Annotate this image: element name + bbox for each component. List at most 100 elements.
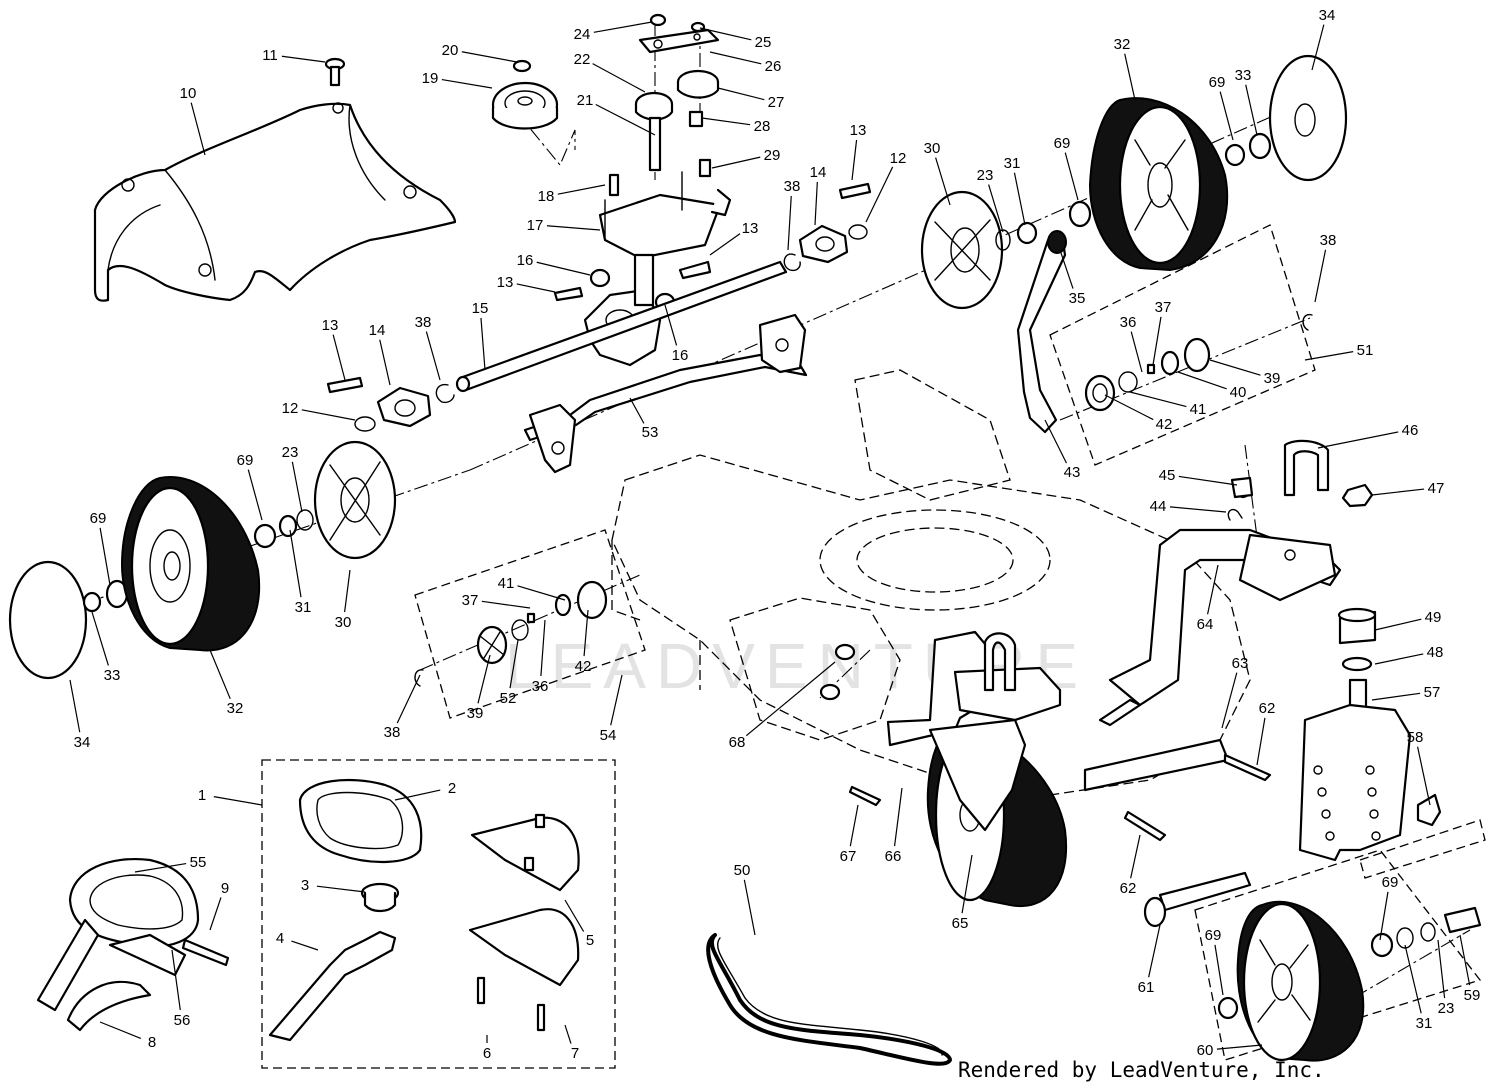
callout-leader	[480, 317, 486, 371]
callout-62: 62	[1256, 700, 1276, 766]
callout-leader	[629, 397, 645, 424]
callout-number: 27	[768, 94, 785, 111]
callout-number: 28	[754, 118, 771, 135]
callout-number: 59	[1464, 987, 1481, 1004]
callout-64: 64	[1197, 564, 1219, 633]
callout-leader	[1148, 924, 1161, 978]
callout-leader	[1206, 564, 1219, 615]
callout-leader	[509, 639, 519, 689]
callout-33: 33	[1235, 67, 1258, 136]
callout-number: 30	[924, 140, 941, 157]
callout-leader	[1064, 152, 1079, 201]
callout-number: 23	[282, 444, 299, 461]
drive-belt	[706, 933, 952, 1066]
callout-leader	[1311, 24, 1325, 71]
callout-51: 51	[1304, 342, 1373, 361]
callout-number: 44	[1150, 498, 1167, 515]
callout-leader	[1129, 391, 1187, 408]
callout-5: 5	[564, 899, 594, 949]
callout-leader	[1304, 351, 1354, 361]
callout-60: 60	[1197, 1042, 1263, 1059]
callout-number: 66	[885, 848, 902, 865]
callout-69: 69	[237, 452, 263, 521]
callout-26: 26	[709, 51, 781, 75]
callout-66: 66	[885, 787, 903, 865]
callout-number: 54	[600, 727, 617, 744]
callout-number: 12	[890, 150, 907, 167]
callout-24: 24	[574, 21, 653, 43]
callout-number: 34	[74, 734, 91, 751]
callout-leader	[592, 63, 646, 93]
callout-42: 42	[575, 609, 591, 675]
callout-leader	[481, 600, 531, 609]
callout-leader	[1059, 249, 1074, 289]
callout-12: 12	[282, 400, 356, 421]
callout-number: 41	[498, 575, 515, 592]
callout-number: 2	[448, 780, 456, 797]
callout-number: 12	[282, 400, 299, 417]
callout-leader	[1130, 834, 1141, 879]
callout-58: 58	[1407, 729, 1431, 806]
callout-18: 18	[538, 184, 606, 205]
callout-number: 69	[1054, 135, 1071, 152]
callout-number: 49	[1425, 609, 1442, 626]
callout-number: 11	[262, 47, 278, 64]
callout-14: 14	[369, 322, 391, 386]
callout-38: 38	[384, 674, 421, 741]
callout-number: 39	[467, 705, 484, 722]
callout-13: 13	[850, 122, 866, 181]
callout-leader	[709, 51, 762, 65]
callout-leader	[171, 949, 181, 1011]
callout-6: 6	[483, 1035, 491, 1062]
callout-number: 6	[483, 1045, 491, 1062]
callout-number: 69	[90, 510, 107, 527]
misc-hardware	[1230, 476, 1254, 499]
callout-31: 31	[1404, 944, 1433, 1032]
callout-leader	[717, 87, 765, 101]
callout-leader	[461, 51, 518, 63]
callout-number: 62	[1120, 880, 1137, 897]
callout-33: 33	[91, 611, 120, 684]
callout-15: 15	[472, 300, 489, 371]
callout-number: 62	[1259, 700, 1276, 717]
callout-leader	[477, 654, 491, 704]
callout-11: 11	[262, 47, 326, 64]
left-drive-kit	[414, 529, 646, 719]
callout-42: 42	[1104, 394, 1172, 433]
callout-19: 19	[422, 70, 493, 89]
callout-leader	[344, 569, 351, 613]
callout-27: 27	[717, 87, 785, 111]
callout-leader	[289, 529, 302, 598]
callout-62: 62	[1120, 834, 1141, 897]
callout-number: 55	[190, 854, 207, 871]
callout-number: 33	[1235, 67, 1252, 84]
callout-leader	[787, 195, 792, 251]
callout-number: 48	[1427, 644, 1444, 661]
callout-34: 34	[1311, 7, 1336, 71]
callout-leader	[1178, 475, 1238, 486]
callout-leader	[301, 409, 356, 421]
callout-39: 39	[1209, 359, 1280, 387]
callout-2: 2	[394, 780, 456, 801]
callout-number: 31	[295, 599, 312, 616]
callout-leader	[517, 585, 566, 601]
callout-69: 69	[1054, 135, 1079, 201]
callout-number: 14	[369, 322, 386, 339]
callout-28: 28	[701, 117, 771, 135]
callout-leader	[1169, 506, 1227, 513]
callout-68: 68	[729, 661, 836, 751]
callout-number: 38	[415, 314, 432, 331]
callout-45: 45	[1159, 467, 1238, 486]
callout-leader	[291, 940, 319, 951]
callout-number: 17	[527, 217, 544, 234]
callout-69: 69	[1379, 874, 1398, 941]
callout-number: 40	[1230, 384, 1247, 401]
callout-number: 67	[840, 848, 857, 865]
callout-57: 57	[1371, 684, 1440, 701]
right-wheel-assembly	[920, 54, 1348, 434]
callout-number: 15	[472, 300, 489, 317]
callout-number: 29	[764, 147, 781, 164]
callout-number: 34	[1319, 7, 1336, 24]
callout-number: 31	[1416, 1015, 1433, 1032]
